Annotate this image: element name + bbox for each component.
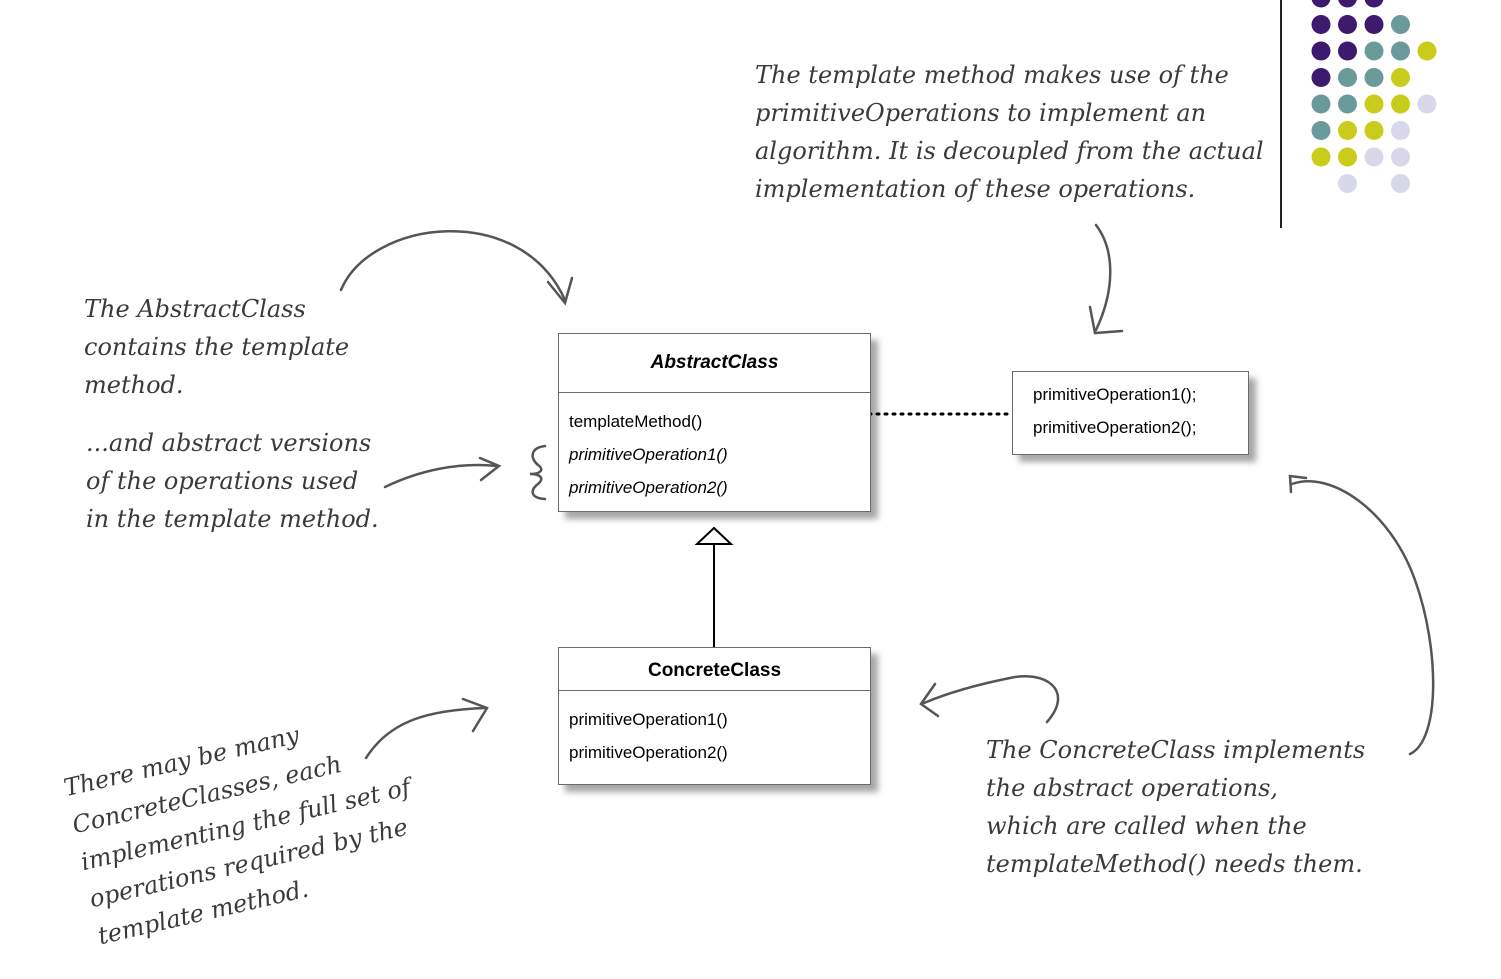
note-concrete-implements: The ConcreteClass implements the abstrac… <box>986 731 1365 883</box>
arrow-concrete-to-ops <box>1290 479 1435 756</box>
corner-dot <box>1338 68 1357 87</box>
note-line: method. <box>84 371 184 399</box>
corner-dot <box>1391 121 1410 140</box>
note-line: templateMethod() needs them. <box>986 850 1363 878</box>
corner-dot <box>1364 121 1384 140</box>
corner-dot <box>1311 15 1331 34</box>
concrete-method-primitive-2: primitiveOperation2() <box>569 743 728 762</box>
corner-dot <box>1391 147 1410 167</box>
corner-dot <box>1417 94 1437 114</box>
corner-dot <box>1338 41 1357 61</box>
corner-dot <box>1311 0 1331 8</box>
corner-dot <box>1338 0 1357 8</box>
arrowhead-abstract-contains <box>546 276 574 306</box>
ops-line-2: primitiveOperation2(); <box>1033 418 1197 437</box>
arrowhead-concrete-to-ops <box>1288 474 1308 494</box>
note-abstract-contains: The AbstractClass contains the template … <box>84 290 349 404</box>
arrow-many-concrete <box>364 706 487 760</box>
corner-dot <box>1391 174 1410 193</box>
note-line: the abstract operations, <box>986 774 1279 802</box>
corner-divider-line <box>1280 0 1282 228</box>
corner-dot <box>1338 147 1357 167</box>
corner-dot <box>1391 94 1410 114</box>
corner-dot <box>1338 15 1357 34</box>
corner-dot <box>1364 0 1384 8</box>
abstract-method-primitive-1: primitiveOperation1() <box>569 445 728 464</box>
corner-dot <box>1311 94 1331 114</box>
note-line: The AbstractClass <box>84 295 306 323</box>
note-line: The template method makes use of the <box>755 61 1229 89</box>
corner-dot <box>1311 147 1331 167</box>
arrowhead-concrete-implements <box>919 682 940 718</box>
corner-dot <box>1391 41 1410 61</box>
concrete-class-title: ConcreteClass <box>559 648 870 691</box>
corner-dot <box>1311 68 1331 87</box>
note-line: in the template method. <box>86 505 379 533</box>
abstract-class-box: AbstractClass templateMethod() primitive… <box>558 333 871 512</box>
ops-line-1: primitiveOperation1(); <box>1033 385 1197 404</box>
corner-dot <box>1311 41 1331 61</box>
arrow-abstract-versions <box>383 463 499 489</box>
note-line: ...and abstract versions <box>86 429 372 457</box>
corner-dot <box>1364 94 1384 114</box>
arrow-template-method <box>1094 223 1112 332</box>
note-line: algorithm. It is decoupled from the actu… <box>755 137 1264 165</box>
corner-dot <box>1391 15 1410 34</box>
operations-note-box: primitiveOperation1(); primitiveOperatio… <box>1012 371 1249 455</box>
note-line: which are called when the <box>986 812 1307 840</box>
concrete-class-box: ConcreteClass primitiveOperation1() prim… <box>558 647 871 785</box>
corner-dot-pattern <box>1311 0 1437 193</box>
note-line: primitiveOperations to implement an <box>755 99 1207 127</box>
abstract-class-title: AbstractClass <box>559 334 870 393</box>
arrowhead-abstract-versions <box>478 456 502 482</box>
note-line: The ConcreteClass implements <box>986 736 1366 764</box>
note-line: of the operations used <box>86 467 359 495</box>
corner-dot <box>1338 94 1357 114</box>
note-line: contains the template <box>84 333 350 361</box>
arrow-concrete-implements <box>922 675 1060 724</box>
corner-dot <box>1364 68 1384 87</box>
corner-dot <box>1364 41 1384 61</box>
abstract-method-primitive-2: primitiveOperation2() <box>569 478 728 497</box>
corner-dot <box>1364 147 1384 167</box>
arrowhead-many-concrete <box>461 697 489 733</box>
abstract-method-template: templateMethod() <box>569 412 703 431</box>
arrowhead-template-method <box>1088 305 1124 335</box>
arrow-abstract-contains <box>339 229 567 302</box>
corner-dot <box>1338 121 1357 140</box>
note-line: implementation of these operations. <box>755 175 1196 203</box>
note-abstract-versions: ...and abstract versions of the operatio… <box>86 424 379 538</box>
curly-brace <box>529 444 547 501</box>
corner-dot <box>1417 41 1437 61</box>
corner-dot <box>1391 68 1410 87</box>
note-template-method: The template method makes use of the pri… <box>755 56 1264 208</box>
inheritance-triangle <box>694 526 734 545</box>
concrete-method-primitive-1: primitiveOperation1() <box>569 710 728 729</box>
corner-dot <box>1338 174 1357 193</box>
corner-dot <box>1364 15 1384 34</box>
corner-dot <box>1311 121 1331 140</box>
